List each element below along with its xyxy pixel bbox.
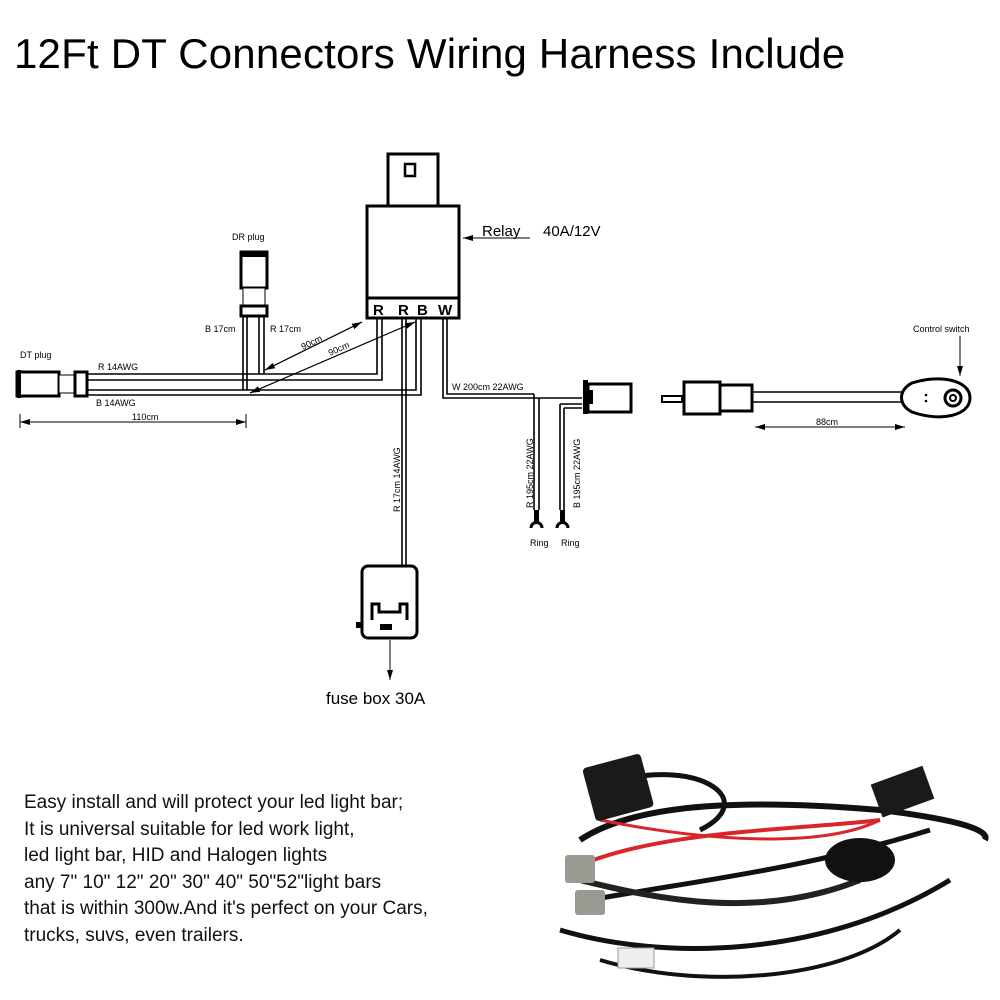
svg-text:R 17cm 14AWG: R 17cm 14AWG: [392, 447, 402, 512]
product-photo: [559, 754, 989, 979]
svg-text:110cm: 110cm: [132, 412, 158, 422]
svg-text:Ring: Ring: [530, 538, 549, 548]
fuse-box-label: fuse box 30A: [326, 689, 426, 708]
svg-text:Ring: Ring: [561, 538, 580, 548]
svg-text:B 14AWG: B 14AWG: [96, 398, 136, 408]
pin-b: B: [417, 302, 428, 319]
relay-rating: 40A/12V: [543, 223, 601, 240]
dt-plug-label: DT plug: [20, 350, 51, 360]
dr-plug-label: DR plug: [232, 232, 265, 242]
svg-text:W 200cm 22AWG: W 200cm 22AWG: [452, 382, 524, 392]
svg-text:B 195cm 22AWG: B 195cm 22AWG: [572, 439, 582, 508]
pin-r1: R: [373, 302, 384, 319]
svg-text:R 17cm: R 17cm: [270, 324, 301, 334]
relay: R R B W: [365, 152, 461, 320]
svg-text:R 195cm 22AWG: R 195cm 22AWG: [525, 438, 535, 508]
dt-plug: [15, 370, 89, 398]
svg-text:90cm: 90cm: [299, 333, 323, 352]
control-switch-label: Control switch: [913, 324, 970, 334]
pin-r2: R: [398, 302, 409, 319]
fuse-box: [356, 564, 419, 640]
pin-w: W: [438, 302, 453, 319]
svg-text:B 17cm: B 17cm: [205, 324, 236, 334]
ring-terminals: [529, 510, 570, 529]
page-title: 12Ft DT Connectors Wiring Harness Includ…: [14, 30, 846, 77]
product-description: Easy install and will protect your led l…: [24, 792, 428, 946]
relay-label: Relay: [482, 223, 521, 240]
svg-text:R 14AWG: R 14AWG: [98, 362, 138, 372]
wires: [87, 316, 582, 570]
dr-plug: [239, 250, 269, 318]
switch-connector: [583, 377, 972, 419]
svg-text:88cm: 88cm: [816, 417, 838, 427]
